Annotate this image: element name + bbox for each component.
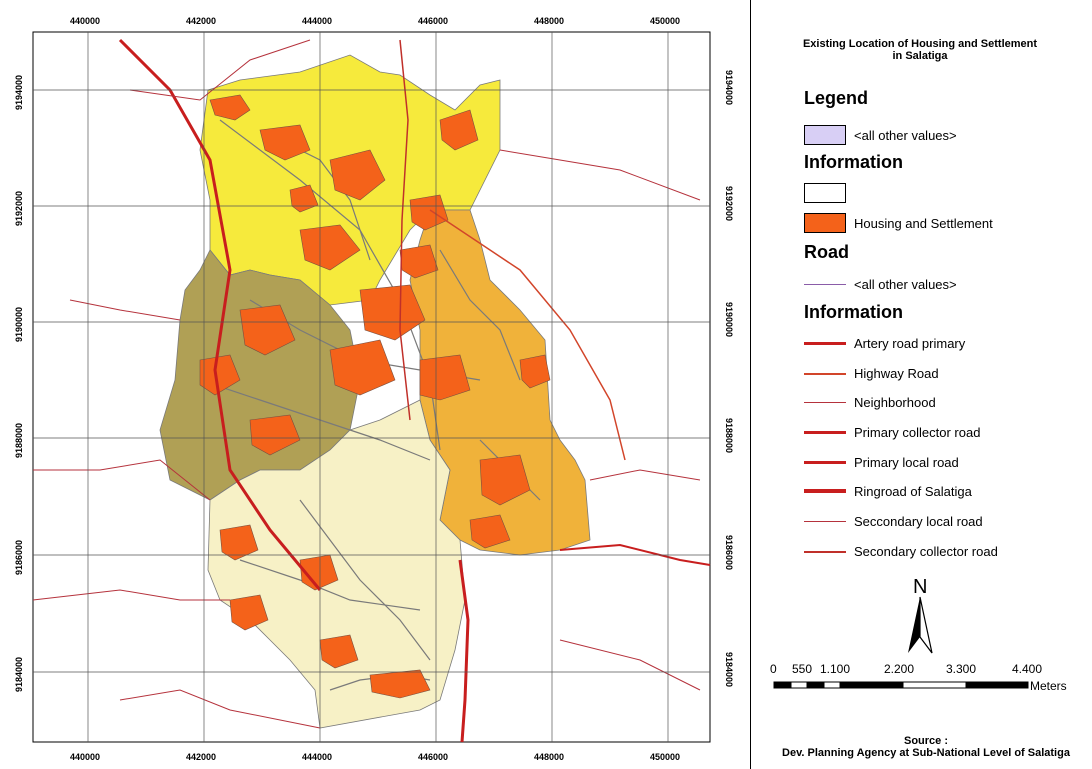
x-tick-top: 440000 xyxy=(70,16,100,26)
artery-road xyxy=(118,38,322,591)
legend-label: Primary local road xyxy=(854,454,959,470)
x-tick-top: 448000 xyxy=(534,16,564,26)
y-tick-right: 9194000 xyxy=(724,70,734,105)
y-tick-left: 9194000 xyxy=(14,75,24,110)
map-title-line2: in Salatiga xyxy=(892,50,948,62)
scale-label: 0 xyxy=(770,662,777,676)
legend-item-road: Secondary collector road xyxy=(804,540,998,562)
legend-item-road: Highway Road xyxy=(804,362,939,384)
legend-label: Ringroad of Salatiga xyxy=(854,483,972,499)
source-line1: Source : xyxy=(903,735,948,747)
legend-item-other-road: <all other values> xyxy=(804,273,957,295)
legend-item-road: Ringroad of Salatiga xyxy=(804,480,972,502)
map-title-line1: Existing Location of Housing and Settlem… xyxy=(802,38,1038,50)
blank-swatch xyxy=(804,183,846,203)
legend-item-blank xyxy=(804,182,846,204)
x-ticks-bottom: 440000 442000 444000 446000 448000 45000… xyxy=(70,752,680,762)
road-swatch xyxy=(804,392,846,412)
legend-label: Secondary collector road xyxy=(854,543,998,559)
map-title: Existing Location of Housing and Settlem… xyxy=(760,38,1080,62)
legend-item-other-area: <all other values> xyxy=(804,124,957,146)
x-tick-bottom: 440000 xyxy=(70,752,100,762)
x-tick-top: 450000 xyxy=(650,16,680,26)
x-tick-bottom: 446000 xyxy=(418,752,448,762)
y-tick-left: 9192000 xyxy=(14,191,24,226)
main-roads-layer xyxy=(32,38,711,743)
legend-item-road: Primary local road xyxy=(804,451,959,473)
north-label: N xyxy=(913,576,927,598)
legend-label: Highway Road xyxy=(854,365,939,381)
road-swatch xyxy=(804,481,846,501)
y-ticks-left: 9194000 9192000 9190000 9188000 9186000 … xyxy=(14,75,24,692)
x-tick-bottom: 450000 xyxy=(650,752,680,762)
scale-unit: Meters xyxy=(1030,679,1067,693)
legend-label: Seccondary local road xyxy=(854,513,983,529)
legend-label: <all other values> xyxy=(854,276,957,292)
legend-label: <all other values> xyxy=(854,127,957,143)
y-tick-right: 9184000 xyxy=(724,652,734,687)
y-ticks-right: 9194000 9192000 9190000 9188000 9186000 … xyxy=(724,70,734,687)
y-tick-left: 9184000 xyxy=(14,657,24,692)
road-swatch xyxy=(804,452,846,472)
scale-label: 2.200 xyxy=(884,662,914,676)
legend-label: Primary collector road xyxy=(854,424,981,440)
y-tick-right: 9192000 xyxy=(724,186,734,221)
legend-item-road: Seccondary local road xyxy=(804,510,983,532)
x-tick-top: 442000 xyxy=(186,16,216,26)
legend-label: Housing and Settlement xyxy=(854,215,993,231)
x-tick-top: 446000 xyxy=(418,16,448,26)
x-ticks-top: 440000 442000 444000 446000 448000 45000… xyxy=(70,16,680,26)
y-tick-left: 9186000 xyxy=(14,540,24,575)
road-swatch xyxy=(804,363,846,383)
x-tick-bottom: 444000 xyxy=(302,752,332,762)
other-road-swatch xyxy=(804,274,846,294)
scale-bar: 0 550 1.100 2.200 3.300 4.400 Meters xyxy=(760,655,1092,695)
grid-lines xyxy=(33,32,710,742)
legend-item-road: Primary collector road xyxy=(804,421,980,443)
x-tick-bottom: 448000 xyxy=(534,752,564,762)
map-frame: 440000 442000 444000 446000 448000 45000… xyxy=(14,16,734,762)
legend-heading: Legend xyxy=(804,88,869,108)
y-tick-left: 9190000 xyxy=(14,307,24,342)
source-note: Source : Dev. Planning Agency at Sub-Nat… xyxy=(760,735,1092,759)
scale-label: 4.400 xyxy=(1012,662,1042,676)
legend-label: Artery road primary xyxy=(854,335,966,351)
north-arrow-icon: N xyxy=(900,575,940,655)
legend-item-housing: Housing and Settlement xyxy=(804,212,993,234)
other-values-swatch xyxy=(804,125,846,145)
source-line2: Dev. Planning Agency at Sub-National Lev… xyxy=(782,747,1070,759)
legend-label: Neighborhood xyxy=(854,394,936,410)
y-tick-right: 9190000 xyxy=(724,302,734,337)
scale-label: 3.300 xyxy=(946,662,976,676)
legend-panel: Existing Location of Housing and Settlem… xyxy=(760,0,1092,769)
information-heading-2: Information xyxy=(804,302,903,322)
road-swatch xyxy=(804,541,846,561)
road-swatch xyxy=(804,511,846,531)
road-swatch xyxy=(804,422,846,442)
x-tick-top: 444000 xyxy=(302,16,332,26)
housing-swatch xyxy=(804,213,846,233)
y-tick-right: 9186000 xyxy=(724,535,734,570)
scale-label: 1.100 xyxy=(820,662,850,676)
information-heading: Information xyxy=(804,152,903,172)
y-tick-left: 9188000 xyxy=(14,423,24,458)
x-tick-bottom: 442000 xyxy=(186,752,216,762)
legend-item-road: Neighborhood xyxy=(804,391,936,413)
road-swatch xyxy=(804,333,846,353)
road-heading: Road xyxy=(804,242,849,262)
scale-label: 550 xyxy=(792,662,812,676)
y-tick-right: 9188000 xyxy=(724,418,734,453)
legend-item-road: Artery road primary xyxy=(804,332,965,354)
map-canvas: 440000 442000 444000 446000 448000 45000… xyxy=(14,16,734,762)
settlements-layer xyxy=(199,94,551,699)
panel-divider xyxy=(750,0,751,769)
